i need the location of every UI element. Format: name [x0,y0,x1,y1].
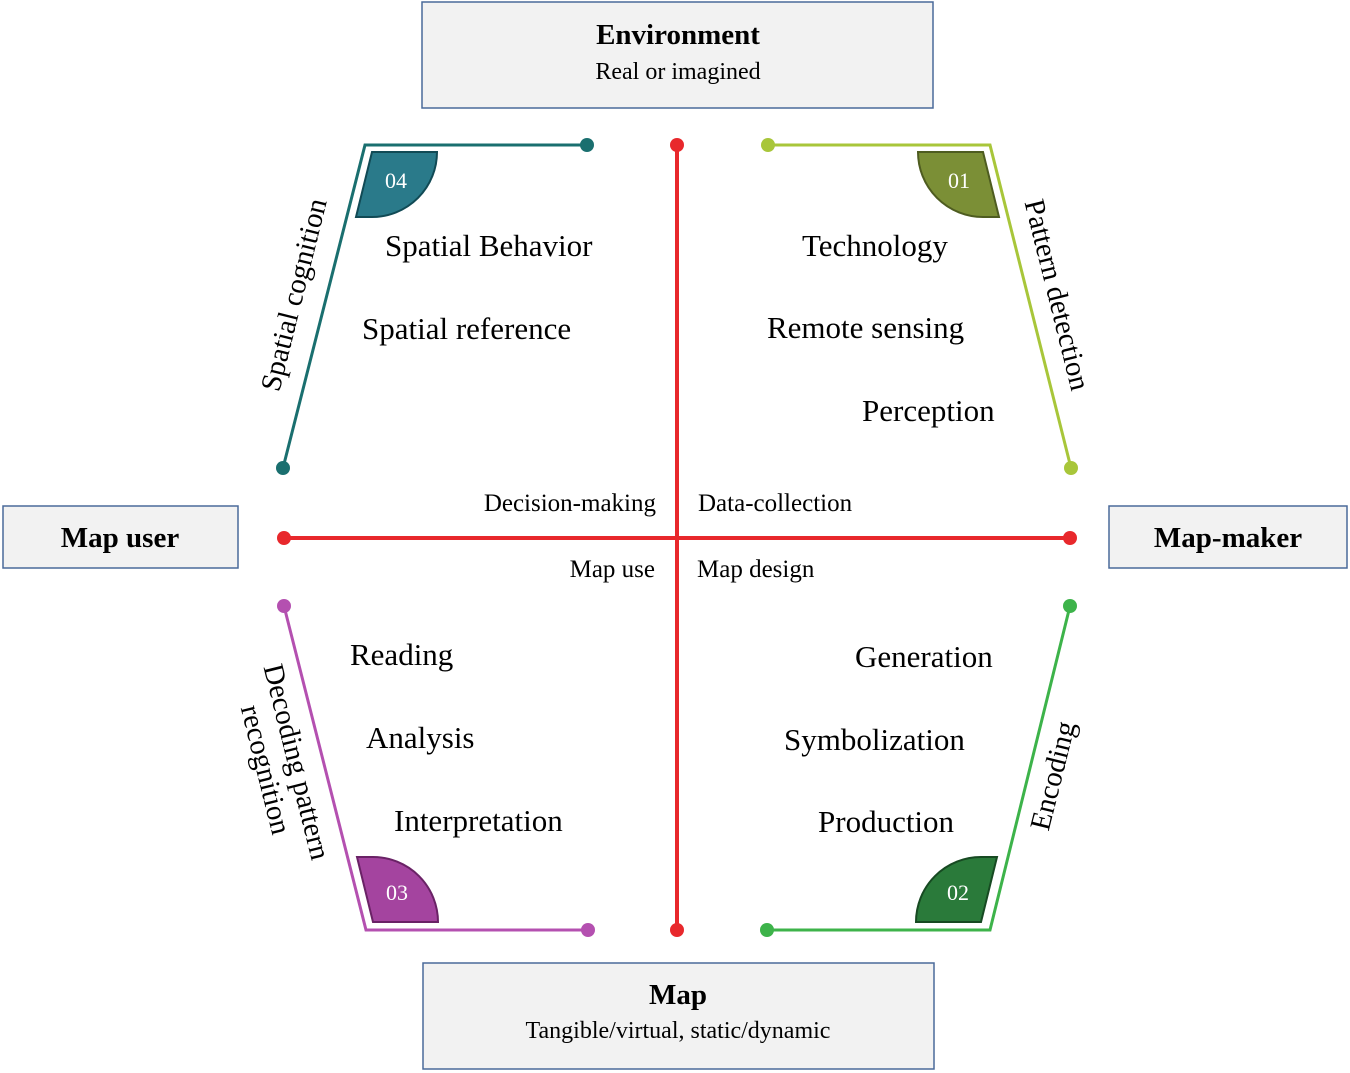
q03-bracket-line [282,605,588,932]
q02-dot-top [1063,599,1077,613]
q03-item-reading: Reading [350,637,453,672]
q04-dot-bottom [276,461,290,475]
q03-side-label: Decoding pattern recognition [234,661,336,864]
label-map-use: Map use [570,556,655,583]
quadrant-03: 03 Reading Analysis Interpretation Decod… [234,599,595,937]
q01-bracket-line [768,143,1073,469]
environment-title: Environment [596,19,760,51]
q04-badge [354,151,439,218]
q03-number: 03 [386,880,408,905]
label-data-collection: Data-collection [698,490,853,517]
label-map-design: Map design [697,556,815,583]
environment-box-frame [421,1,934,109]
q04-bracket-line [281,143,587,469]
quadrant-01: 01 Technology Remote sensing Perception … [761,138,1096,475]
q02-side-label: Encoding [1024,718,1082,834]
q03-dot-top [277,599,291,613]
environment-box: Environment Real or imagined [421,1,934,109]
central-axes [277,138,1077,937]
q01-item-remote-sensing: Remote sensing [767,310,964,345]
q02-dot-bottom [760,923,774,937]
quadrant-04: 04 Spatial Behavior Spatial reference Sp… [255,138,594,475]
q01-badge [916,151,1001,218]
map-subtitle: Tangible/virtual, static/dynamic [526,1018,831,1044]
q03-badge [355,856,440,923]
environment-subtitle: Real or imagined [595,59,760,85]
q02-bracket-line [767,605,1072,932]
axis-dot-right [1063,531,1077,545]
quadrant-02: 02 Generation Symbolization Production E… [760,599,1082,937]
axis-dot-bottom [670,923,684,937]
map-user-box-frame [2,505,239,569]
q01-item-perception: Perception [862,393,995,428]
map-box: Map Tangible/virtual, static/dynamic [422,962,935,1070]
q04-number: 04 [385,168,407,193]
map-box-frame [422,962,935,1070]
q01-number: 01 [948,168,970,193]
q03-dot-bottom [581,923,595,937]
q04-item-spatial-behavior: Spatial Behavior [385,228,593,263]
map-maker-box: Map-maker [1108,505,1348,569]
label-decision-making: Decision-making [484,490,657,517]
q04-dot-top [580,138,594,152]
map-user-title: Map user [61,522,180,554]
q02-number: 02 [947,880,969,905]
map-maker-title: Map-maker [1154,522,1302,554]
q02-item-symbolization: Symbolization [784,722,965,757]
axis-dot-top [670,138,684,152]
q01-side-label: Pattern detection [1018,196,1097,394]
map-title: Map [649,979,707,1011]
q03-item-interpretation: Interpretation [394,803,563,838]
map-maker-box-frame [1108,505,1348,569]
q03-item-analysis: Analysis [366,720,475,755]
q01-dot-top [761,138,775,152]
q02-item-production: Production [818,804,955,839]
q04-item-spatial-reference: Spatial reference [362,311,571,346]
q02-item-generation: Generation [855,639,993,674]
map-user-box: Map user [2,505,239,569]
q01-dot-bottom [1064,461,1078,475]
axis-dot-left [277,531,291,545]
q01-item-technology: Technology [802,228,948,263]
q02-badge [914,856,999,923]
q04-side-label: Spatial cognition [255,195,334,395]
